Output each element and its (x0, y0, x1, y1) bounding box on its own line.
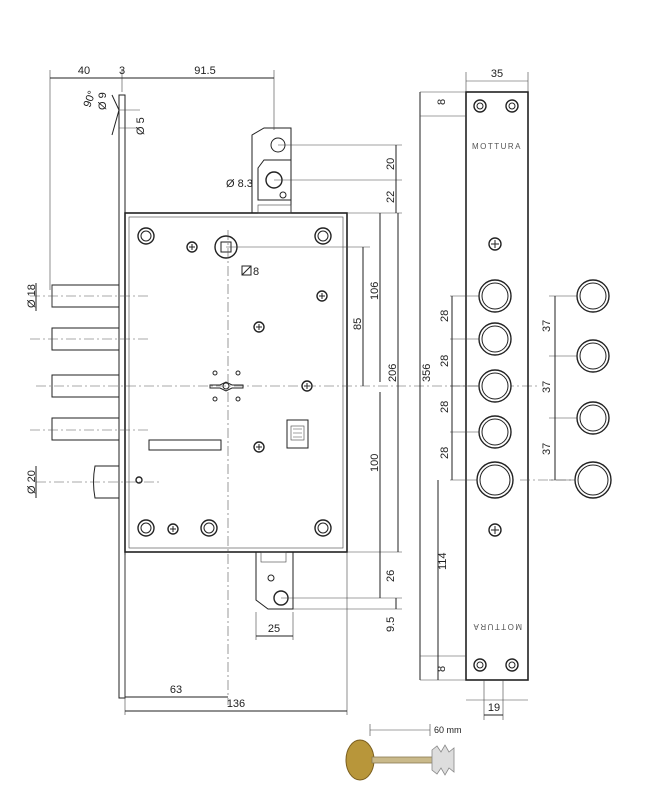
dia-9-label: Ø 9 (97, 92, 109, 110)
bolt-hole (478, 322, 512, 356)
dia-8-3-label: Ø 8.3 (226, 178, 253, 190)
bolt-spacing-label: 28 (439, 355, 451, 367)
switch-module (286, 419, 309, 449)
dim-206-label: 206 (387, 364, 399, 382)
case-screw (200, 519, 218, 537)
dim-114-label: 114 (437, 552, 449, 570)
square-8-label: 8 (253, 266, 259, 278)
plus-screw (253, 321, 265, 333)
brand-top-label: MOTTURA (472, 142, 522, 151)
bolt-detail: 37 37 37 (520, 279, 612, 499)
bottom-extension-tab (255, 551, 294, 610)
key-illustration: 60 mm (345, 724, 462, 781)
plate-width-label: 35 (491, 68, 503, 80)
plate-plus-screw (488, 523, 502, 537)
square-icon (241, 265, 252, 276)
center-lines (30, 230, 540, 705)
lock-case-inner-border (128, 216, 344, 549)
latch-pin (135, 476, 143, 484)
key-bit (431, 744, 455, 776)
case-slot (148, 439, 222, 451)
top-extension-tab (251, 127, 292, 214)
key-length-label: 60 mm (434, 725, 462, 735)
dim-3-label: 3 (119, 65, 125, 77)
dia-20-label: Ø 20 (26, 470, 38, 494)
dim-63-label: 63 (170, 684, 182, 696)
deadbolt (51, 374, 120, 398)
plate-screw (505, 99, 519, 113)
bolt-end (576, 401, 610, 435)
plate-screw (505, 658, 519, 672)
key-shaft (371, 756, 435, 764)
dim-40-label: 40 (78, 65, 90, 77)
dim-356-label: 356 (421, 364, 433, 382)
plus-screw (186, 241, 198, 253)
dim-26-label: 26 (385, 570, 397, 582)
case-screw (137, 519, 155, 537)
bolt-spacing-37-label: 37 (541, 320, 553, 332)
dim-106-label: 106 (369, 282, 381, 300)
dim-85-label: 85 (352, 318, 364, 330)
deadbolt (51, 417, 120, 441)
latch-hole (476, 461, 514, 499)
bolt-spacing-37-label: 37 (541, 381, 553, 393)
bolt-end (576, 279, 610, 313)
plus-screw (316, 290, 328, 302)
side-view-labels: 40 3 91.5 90° Ø 9 Ø 5 Ø 8.3 Ø 18 Ø 20 8 … (26, 65, 433, 710)
dia-18-label: Ø 18 (26, 284, 38, 308)
bolt-spacing-label: 28 (439, 401, 451, 413)
plate-screw (473, 99, 487, 113)
extension-lines (49, 70, 402, 715)
case-screw (314, 519, 332, 537)
dim-136-label: 136 (227, 698, 245, 710)
plate-plus-screw (488, 237, 502, 251)
case-screw (314, 227, 332, 245)
bolt-spacing-label: 28 (439, 310, 451, 322)
dim-91-5-label: 91.5 (194, 65, 215, 77)
plus-screw (253, 441, 265, 453)
faceplate-screw-detail (111, 94, 140, 136)
plate-bottom-offset-label: 8 (436, 666, 448, 672)
dim-9-5-label: 9.5 (385, 617, 397, 632)
front-plate: 35 8 8 28 28 28 28 114 19 MOTTURA MOTTUR… (420, 68, 529, 720)
bolt-spacing-37-label: 37 (541, 443, 553, 455)
dim-20-label: 20 (385, 158, 397, 170)
bolt-end (576, 339, 610, 373)
case-screw (137, 227, 155, 245)
brand-bottom-label: MOTTURA (472, 622, 522, 631)
faceplate-strip (118, 94, 126, 699)
dimension-lines (35, 77, 421, 712)
dim-100-label: 100 (369, 454, 381, 472)
plate-top-offset-label: 8 (436, 99, 448, 105)
bolt-spacing-label: 28 (439, 447, 451, 459)
plate-screw (473, 658, 487, 672)
dia-5-label: Ø 5 (135, 117, 147, 135)
dim-22-label: 22 (385, 191, 397, 203)
lock-case-body (124, 212, 348, 553)
bolt-end (574, 461, 612, 499)
dim-19-label: 19 (488, 702, 500, 714)
plus-screw (167, 523, 179, 535)
key-bow (345, 739, 375, 781)
latch-bolt (93, 465, 120, 499)
lock-case-side-view (51, 94, 348, 699)
bolt-hole (478, 369, 512, 403)
angle-90-label: 90° (82, 89, 99, 109)
dim-25-label: 25 (268, 623, 280, 635)
bolt-hole (478, 279, 512, 313)
bolt-hole (478, 415, 512, 449)
